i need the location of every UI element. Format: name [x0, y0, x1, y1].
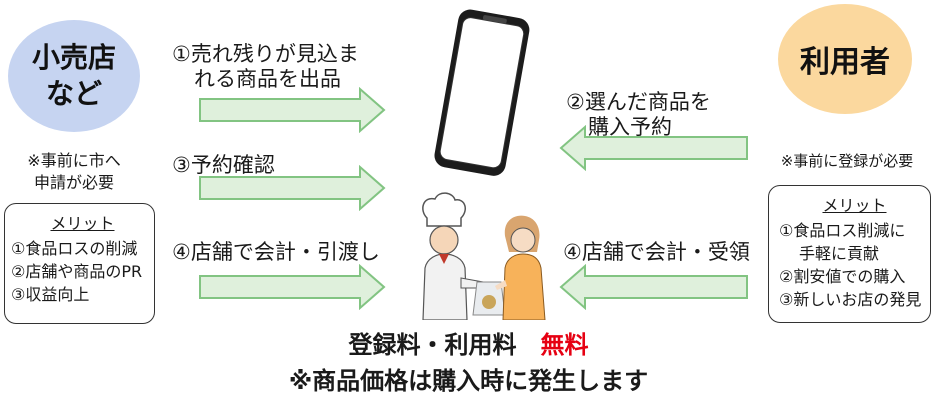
user-merit-item: ①食品ロス削減に	[779, 221, 906, 240]
user-merit-item: ③新しいお店の発見	[779, 290, 922, 309]
user-merits-box: メリット ①食品ロス削減に 手軽に貢献 ②割安値での購入 ③新しいお店の発見	[768, 185, 931, 323]
user-merit-item: 手軽に貢献	[799, 244, 880, 263]
user-circle: 利用者	[778, 4, 912, 114]
step-1-line2: れる商品を出品	[194, 67, 341, 91]
retailer-note-line2: 申請が必要	[33, 173, 114, 192]
chef-and-customer-illustration	[422, 192, 546, 320]
retailer-merits-title: メリット	[50, 214, 115, 233]
retailer-label-line2: など	[45, 77, 102, 110]
retailer-merit-item: ③収益向上	[11, 285, 90, 304]
retailer-merit-item: ②店舗や商品のPR	[11, 262, 143, 281]
retailer-label-line1: 小売店	[31, 41, 116, 74]
retailer-merits-box: メリット ①食品ロスの削減 ②店舗や商品のPR ③収益向上	[4, 203, 155, 324]
retailer-circle: 小売店 など	[8, 20, 140, 132]
price-note: ※商品価格は購入時に発生します	[288, 367, 649, 395]
user-merits-title: メリット	[822, 196, 887, 215]
step-2-line1: ②選んだ商品を	[566, 90, 711, 114]
step-2-line2: 購入予約	[588, 115, 672, 139]
arrow-step4-left	[559, 264, 748, 310]
arrow-step2-left	[559, 125, 748, 171]
arrow-step4-right	[199, 264, 386, 310]
free-text: 無料	[540, 331, 589, 359]
arrow-step3-right	[199, 165, 386, 211]
step-2-label: ②選んだ商品を 購入予約	[566, 90, 711, 140]
retailer-note: ※事前に市へ 申請が必要	[8, 150, 140, 194]
chef-figure	[422, 192, 486, 320]
user-label: 利用者	[800, 45, 890, 80]
smartphone-icon	[434, 9, 530, 176]
step-4-right-label: ④店舗で会計・受領	[563, 240, 750, 264]
user-merit-item: ②割安値での購入	[779, 267, 906, 286]
step-3-label: ③予約確認	[172, 153, 275, 177]
step-1-label: ①売れ残りが見込ま れる商品を出品	[172, 42, 359, 92]
step-1-line1: ①売れ残りが見込ま	[172, 42, 359, 66]
arrow-step1-right	[199, 87, 386, 133]
fee-text: 登録料・利用料	[348, 331, 517, 359]
fee-line: 登録料・利用料無料	[0, 325, 937, 360]
retailer-note-line1: ※事前に市へ	[27, 151, 121, 170]
customer-figure	[495, 215, 546, 320]
step-4-left-label: ④店舗で会計・引渡し	[172, 240, 380, 264]
user-note: ※事前に登録が必要	[780, 152, 914, 170]
retailer-merit-item: ①食品ロスの削減	[11, 239, 138, 258]
